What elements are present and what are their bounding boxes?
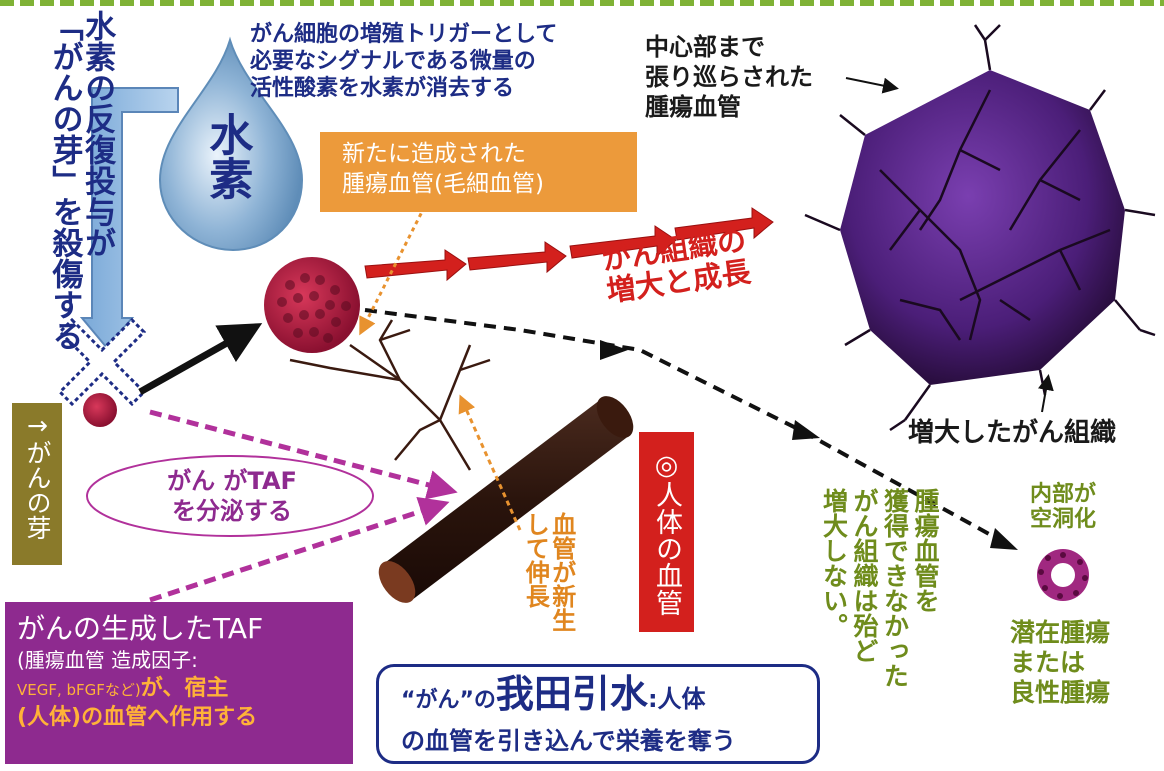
top-note-line1: がん細胞の増殖トリガーとして	[250, 22, 558, 47]
center-vessel-line2: 張り巡らされた	[645, 63, 813, 91]
vessel-grow-col2: して伸長	[521, 512, 550, 608]
top-note-line3: 活性酸素を水素が消去する	[250, 75, 515, 101]
top-note-line2: 必要なシグナルである微量の	[250, 48, 536, 74]
hollow-tumor-icon	[1037, 549, 1089, 601]
growth-arrow	[138, 323, 263, 396]
failed-col1: 腫瘍血管を	[911, 488, 940, 613]
body-vessel-box: ◎人体の血管	[639, 432, 694, 632]
taf-box-host: が、宿主	[140, 675, 229, 701]
cancer-bud-box: →がんの芽	[12, 403, 62, 565]
enlarged-tumor-icon	[804, 24, 1156, 432]
latent-tumor-label: 潜在腫瘍 または 良性腫瘍	[1010, 618, 1110, 708]
bottom-quote: “がん”の	[401, 688, 496, 713]
latent-line2: または	[1010, 648, 1086, 677]
latent-line1: 潜在腫瘍	[1010, 618, 1111, 647]
hydrogen-repeat-text: 水素の反復投与が	[79, 10, 116, 258]
tumor-pointer	[1038, 374, 1054, 413]
bottom-line2: の血管を引き込んで栄養を奪う	[401, 727, 736, 755]
center-vessel-line3: 腫瘍血管	[645, 93, 741, 121]
host-blood-vessel-icon	[378, 396, 634, 603]
failed-col4: 増大しない。	[819, 488, 849, 638]
small-tumor-icon	[264, 257, 360, 353]
taf-box-title: がんの生成したTAF	[17, 612, 264, 645]
bottom-tail: :人体	[647, 685, 706, 713]
taf-box-factors: VEGF, bFGFなど)	[17, 680, 141, 699]
taf-box: がんの生成したTAF (腫瘍血管 造成因子: VEGF, bFGFなど)が、宿主…	[5, 602, 353, 764]
taf-ellipse-text: がん がTAF を分泌する	[132, 466, 332, 526]
top-note: がん細胞の増殖トリガーとして 必要なシグナルである微量の 活性酸素を水素が消去す…	[250, 22, 557, 102]
taf-ellipse-line1: がん がTAF	[167, 467, 297, 495]
taf-ellipse	[86, 455, 374, 537]
bottom-big-word: 我田引水	[495, 672, 648, 716]
hollow-line2: 空洞化	[1030, 507, 1097, 533]
taf-box-line2: (腫瘍血管 造成因子:	[17, 647, 198, 672]
failed-growth-label: 腫瘍血管を 獲得できなかった がん組織は殆ど 増大しない。	[818, 488, 941, 764]
hollow-label: 内部が 空洞化	[1030, 482, 1096, 533]
center-vessel-line1: 中心部まで	[645, 33, 765, 61]
hydrogen-kills-bud-label: 水素の反復投与が 「がんの芽」を殺傷する	[46, 10, 116, 370]
taf-box-line4: (人体)の血管へ作用する	[17, 705, 258, 731]
bottom-summary-box: “がん”の我田引水:人体 の血管を引き込んで栄養を奪う	[376, 664, 820, 764]
killed-bud-cross-icon	[57, 317, 147, 407]
vessel-pointer	[845, 77, 899, 94]
hydrogen-arrow	[79, 87, 179, 350]
hydrogen-drop-label: 水素	[201, 112, 253, 200]
water-drop-icon	[158, 36, 304, 252]
top-border	[0, 0, 1164, 6]
failed-growth-arrow	[364, 308, 1018, 550]
latent-line3: 良性腫瘍	[1010, 678, 1111, 707]
new-vessel-line2: 腫瘍血管(毛細血管)	[342, 170, 544, 197]
cancer-bud-icon	[83, 393, 117, 427]
failed-col2: 獲得できなかった	[880, 488, 910, 688]
failed-col3: がん組織は殆ど	[850, 488, 879, 663]
taf-action-arrow	[149, 496, 450, 603]
new-vessel-pointer	[359, 191, 434, 336]
vessel-extension-arrow	[458, 394, 522, 531]
vessel-grow-col1: 血管が新生	[547, 512, 576, 632]
enlarged-tumor-label: 増大したがん組織	[908, 418, 1117, 448]
new-vessel-line1: 新たに造成された	[342, 141, 526, 167]
vessel-grow-label: 血管が新生 して伸長	[521, 512, 576, 652]
center-vessel-label: 中心部まで 張り巡らされた 腫瘍血管	[645, 32, 813, 122]
taf-ellipse-line2: を分泌する	[172, 497, 292, 525]
new-vessel-box: 新たに造成された 腫瘍血管(毛細血管)	[320, 132, 637, 212]
kill-bud-text: 「がんの芽」を殺傷する	[46, 10, 83, 351]
hollow-line1: 内部が	[1030, 482, 1097, 507]
taf-secretion-arrow	[149, 409, 458, 500]
new-capillaries	[289, 319, 491, 471]
